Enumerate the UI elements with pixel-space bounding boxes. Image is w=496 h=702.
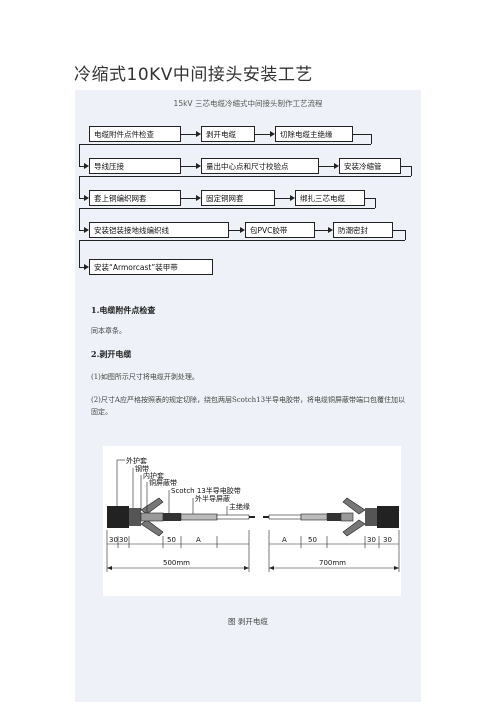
arrow-icon bbox=[290, 195, 295, 201]
flow-step-13: 安装“Armorcast”装甲带 bbox=[89, 259, 213, 275]
section-heading: 1.电缆附件点检查 bbox=[91, 305, 156, 315]
figure-caption: 图 剥开电缆 bbox=[228, 617, 268, 626]
main-insulation-left bbox=[216, 514, 250, 520]
label-scotch13: Scotch 13半导电胶带 bbox=[171, 486, 241, 495]
outer-semicon-left bbox=[180, 513, 218, 521]
paragraph: (1)如图所示尺寸将电缆开剥处理。 bbox=[91, 373, 199, 381]
cable-diagram: 外护套 钢带 内护套 铜屏蔽带 Scotch 13半导电胶带 外半导屏蔽 主绝缘… bbox=[106, 456, 400, 572]
label-main-insulation: 主绝缘 bbox=[229, 502, 250, 511]
dim-label: 50 bbox=[308, 536, 317, 544]
label-outer-semicon: 外半导屏蔽 bbox=[195, 494, 230, 503]
total-length-right: 700mm bbox=[319, 559, 346, 567]
outer-semicon-right bbox=[300, 513, 328, 521]
label-copper-screen: 铜屏蔽带 bbox=[149, 478, 177, 487]
flow-connector bbox=[353, 134, 371, 135]
flow-connector bbox=[401, 166, 411, 167]
flow-step-3: 切除电缆主绝缘 bbox=[275, 126, 353, 142]
flow-connector bbox=[79, 166, 84, 167]
flow-connector bbox=[371, 134, 372, 144]
flow-step-10: 安装铠装接地线编织线 bbox=[89, 222, 229, 238]
dim-label: A bbox=[282, 536, 287, 544]
flow-connector bbox=[375, 198, 376, 208]
arrow-icon bbox=[84, 163, 89, 169]
flow-connector bbox=[79, 176, 411, 177]
copper-screen-left bbox=[140, 512, 164, 522]
flow-step-9: 绑扎三芯电缆 bbox=[295, 190, 365, 206]
arrow-icon bbox=[84, 227, 89, 233]
cable-stripping-figure: 外护套 钢带 内护套 铜屏蔽带 Scotch 13半导电胶带 外半导屏蔽 主绝缘… bbox=[103, 446, 401, 596]
dim-label: 30 bbox=[119, 536, 128, 544]
semicon-tape-right bbox=[327, 513, 341, 521]
arrow-icon bbox=[270, 131, 275, 137]
paragraph: 同本章条。 bbox=[91, 327, 126, 335]
core-fan-right bbox=[342, 497, 366, 515]
flow-step-11: 包PVC胶带 bbox=[245, 222, 315, 238]
steel-tape-left bbox=[129, 508, 141, 526]
flow-step-2: 剥开电缆 bbox=[201, 126, 255, 142]
label-inner-sheath: 内护套 bbox=[143, 471, 164, 480]
flow-connector bbox=[79, 208, 375, 209]
flow-step-5: 量出中心点和尺寸校验点 bbox=[201, 158, 319, 174]
flow-connector bbox=[79, 230, 84, 231]
flow-connector bbox=[393, 230, 405, 231]
content-panel: 15kV 三芯电缆冷缩式中间接头制作工艺流程 电缆附件点件检查 剥开电缆 切除电… bbox=[75, 90, 421, 702]
label-steel-tape: 钢带 bbox=[135, 464, 149, 473]
flow-connector bbox=[255, 134, 270, 135]
page-title: 冷缩式10KV中间接头安装工艺 bbox=[74, 65, 313, 85]
paragraph: (2)尺寸A应严格按照表的规定切除，绕包两层Scotch13半导电胶带，将电缆铜… bbox=[91, 396, 406, 416]
dim-label: 30 bbox=[367, 536, 376, 544]
label-outer-sheath: 外护套 bbox=[126, 456, 147, 465]
arrow-icon bbox=[196, 131, 201, 137]
flow-connector bbox=[181, 166, 196, 167]
flow-step-4: 导线压接 bbox=[89, 158, 181, 174]
flow-connector bbox=[405, 230, 406, 240]
flow-connector bbox=[315, 230, 328, 231]
flow-connector bbox=[275, 198, 290, 199]
conductor-right bbox=[263, 516, 269, 518]
flow-connector bbox=[411, 166, 412, 176]
flow-connector bbox=[365, 198, 375, 199]
flow-connector bbox=[79, 240, 405, 241]
outer-sheath-left bbox=[107, 506, 129, 528]
flow-connector bbox=[79, 176, 80, 198]
core-fan-left bbox=[140, 519, 164, 537]
flow-connector bbox=[79, 198, 84, 199]
core-fan-left bbox=[140, 497, 164, 515]
steel-tape-right bbox=[365, 508, 377, 526]
flowchart-title: 15kV 三芯电缆冷缩式中间接头制作工艺流程 bbox=[173, 99, 323, 108]
dim-label: 50 bbox=[167, 536, 176, 544]
flow-connector bbox=[181, 134, 196, 135]
section-heading: 2.剥开电缆 bbox=[91, 349, 132, 359]
flow-connector bbox=[79, 208, 80, 230]
arrow-icon bbox=[196, 163, 201, 169]
dim-label: A bbox=[196, 536, 201, 544]
arrow-icon bbox=[84, 264, 89, 270]
main-insulation-right bbox=[268, 514, 302, 520]
dim-label: 30 bbox=[383, 536, 392, 544]
flow-connector bbox=[79, 144, 80, 166]
flow-step-6: 安装冷缩管 bbox=[339, 158, 401, 174]
arrow-icon bbox=[334, 163, 339, 169]
flow-step-7: 套上铜编织网套 bbox=[89, 190, 181, 206]
arrow-icon bbox=[240, 227, 245, 233]
dim-label: 30 bbox=[109, 536, 118, 544]
arrow-icon bbox=[196, 195, 201, 201]
copper-screen-right bbox=[340, 512, 354, 522]
flow-connector bbox=[79, 144, 371, 145]
total-length-left: 500mm bbox=[163, 559, 190, 567]
core-fan-right bbox=[342, 519, 366, 537]
flow-connector bbox=[319, 166, 334, 167]
arrow-icon bbox=[84, 195, 89, 201]
semicon-tape-left bbox=[163, 513, 181, 521]
flow-connector bbox=[79, 240, 80, 267]
outer-sheath-right bbox=[377, 506, 399, 528]
flow-connector bbox=[79, 267, 84, 268]
flow-connector bbox=[229, 230, 240, 231]
flow-step-8: 固定铜网套 bbox=[201, 190, 275, 206]
flow-step-12: 防潮密封 bbox=[333, 222, 393, 238]
flow-connector bbox=[181, 198, 196, 199]
flow-step-1: 电缆附件点件检查 bbox=[89, 126, 181, 142]
conductor-left bbox=[249, 516, 255, 518]
arrow-icon bbox=[328, 227, 333, 233]
